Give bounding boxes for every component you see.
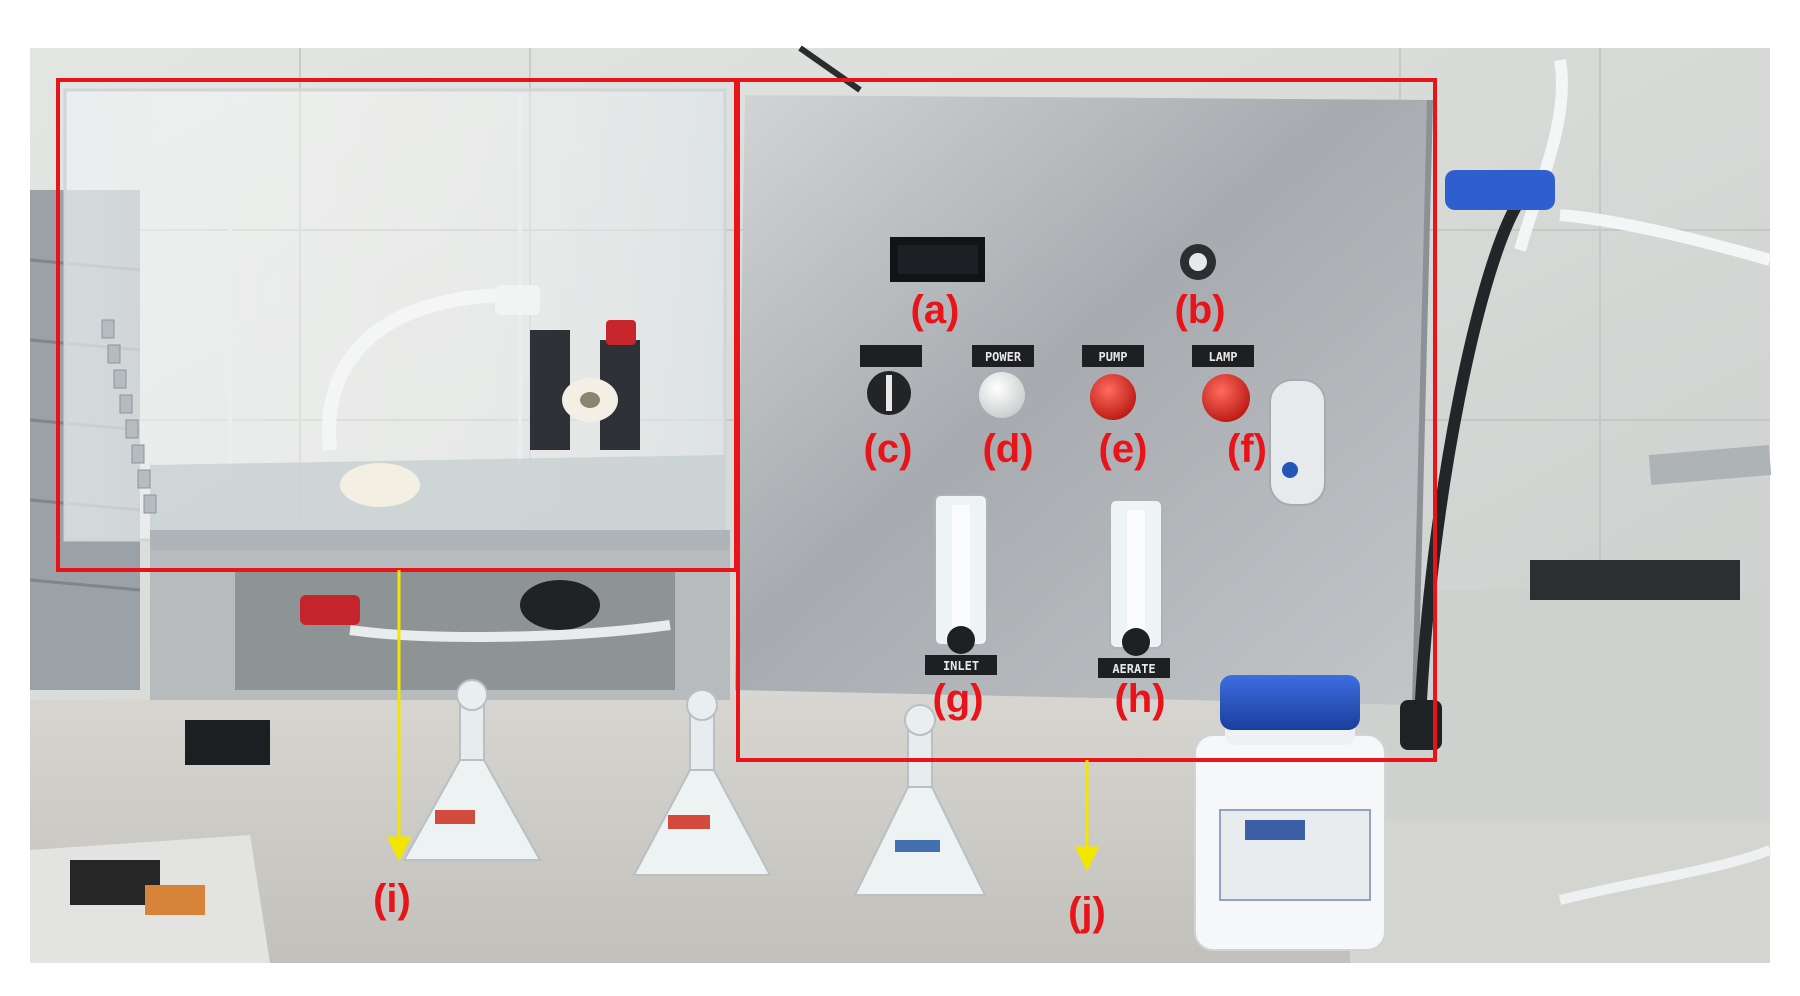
label-e: (e) xyxy=(1099,427,1148,471)
label-h: (h) xyxy=(1114,677,1165,721)
label-g: (g) xyxy=(932,677,983,721)
power-button[interactable] xyxy=(979,372,1025,418)
flask-2 xyxy=(632,689,772,876)
flask-3 xyxy=(853,704,987,896)
inlet-plate xyxy=(925,655,997,675)
arrow-j xyxy=(1074,760,1100,872)
aerate-label: AERATE xyxy=(1112,662,1155,676)
right-plumbing xyxy=(1400,59,1772,905)
pipe-fittings xyxy=(340,285,640,507)
lamp-button[interactable] xyxy=(1202,374,1250,422)
cabinet-handle[interactable] xyxy=(1269,379,1326,506)
white-tubing xyxy=(321,288,501,451)
support-frame xyxy=(150,550,730,765)
pump-button[interactable] xyxy=(1090,374,1136,420)
control-cabinet: POWER PUMP LAMP INLET AERATE xyxy=(735,45,1433,706)
reagent-bottle xyxy=(1194,675,1386,951)
rotary-switch-plate xyxy=(860,345,922,367)
arrow-i xyxy=(386,570,412,862)
power-plate xyxy=(972,345,1034,367)
label-c: (c) xyxy=(864,427,913,471)
aerate-plate xyxy=(1098,658,1170,678)
pump-plate xyxy=(1082,345,1144,367)
lamp-plate xyxy=(1192,345,1254,367)
conical-flasks xyxy=(402,679,987,896)
lamp-label: LAMP xyxy=(1209,350,1238,364)
label-d: (d) xyxy=(982,427,1033,471)
label-f: (f) xyxy=(1227,427,1267,471)
flask-1 xyxy=(402,679,542,861)
label-b: (b) xyxy=(1174,288,1225,332)
label-a: (a) xyxy=(911,288,960,332)
bench-right-edge xyxy=(1350,820,1770,963)
label-i: (i) xyxy=(373,877,411,921)
pump-label: PUMP xyxy=(1099,350,1128,364)
label-j: (j) xyxy=(1068,890,1106,934)
power-label: POWER xyxy=(985,350,1022,364)
inlet-label: INLET xyxy=(943,659,979,673)
bead-chain xyxy=(101,319,157,514)
